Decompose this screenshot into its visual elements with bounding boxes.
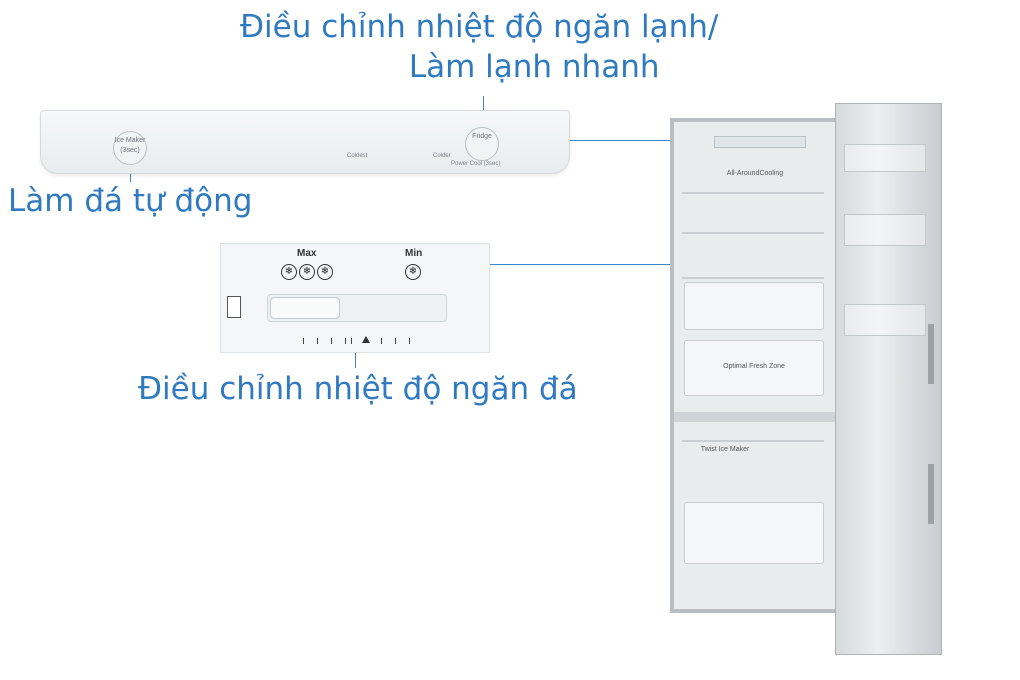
freezer-temp-slider[interactable]	[267, 294, 447, 322]
slider-tick	[381, 338, 382, 344]
ice-maker-callout: Làm đá tự động	[8, 183, 253, 219]
fridge-cabinet: All-AroundCooling Optimal Fresh Zone Twi…	[670, 118, 840, 613]
door-bin	[844, 304, 926, 336]
slider-tick	[331, 338, 332, 344]
divider	[674, 412, 836, 422]
fresh-zone-drawer: Optimal Fresh Zone	[684, 340, 824, 396]
door-bin	[844, 214, 926, 246]
slider-tick	[317, 338, 318, 344]
door-handle[interactable]	[928, 324, 934, 384]
coldest-label: Coldest	[347, 153, 368, 159]
min-label: Min	[405, 248, 423, 259]
interior-light	[714, 136, 806, 148]
fridge-temp-line2: Làm lạnh nhanh	[408, 48, 660, 85]
freezer-shelf	[682, 440, 824, 442]
door-bin	[844, 144, 926, 172]
slider-thumb[interactable]	[270, 297, 340, 319]
leader-panel-horizontal	[568, 140, 718, 141]
shelf	[682, 232, 824, 234]
slider-pointer-icon	[362, 336, 370, 343]
leader-freezer-horizontal	[488, 264, 748, 265]
crisper-drawer	[684, 282, 824, 330]
slider-tick	[351, 338, 352, 344]
fridge-temp-callout: Điều chỉnh nhiệt độ ngăn lạnh/ Làm lạnh …	[240, 8, 718, 87]
snowflake-icon: ❄	[299, 264, 315, 280]
fridge-control-panel: Ice Maker (3sec) Coldest Colder Fridge P…	[40, 110, 570, 174]
all-around-cooling-label: All-AroundCooling	[726, 170, 784, 177]
freezer-temp-callout: Điều chỉnh nhiệt độ ngăn đá	[138, 371, 578, 407]
slider-tick	[395, 338, 396, 344]
freezer-control-panel: Max Min ❄ ❄ ❄ ❄	[220, 243, 490, 353]
slider-tick	[409, 338, 410, 344]
snowflake-icon: ❄	[405, 264, 421, 280]
max-label: Max	[297, 248, 317, 259]
fridge-knob[interactable]: Fridge	[465, 127, 499, 161]
fridge-door	[835, 103, 942, 655]
colder-label: Colder	[433, 153, 451, 159]
ice-maker-knob[interactable]: Ice Maker (3sec)	[113, 131, 147, 165]
refrigerator-image: All-AroundCooling Optimal Fresh Zone Twi…	[670, 103, 945, 663]
ice-tray-label: Twist Ice Maker	[700, 446, 750, 453]
snowflake-icon: ❄	[281, 264, 297, 280]
freezer-drawer	[684, 502, 824, 564]
fridge-temp-line1: Điều chỉnh nhiệt độ ngăn lạnh/	[240, 9, 719, 45]
power-cool-label: Power Cool (3sec)	[451, 161, 501, 167]
slider-tick	[345, 338, 346, 344]
shelf	[682, 277, 824, 279]
door-handle[interactable]	[928, 464, 934, 524]
shelf	[682, 192, 824, 194]
freezer-switch[interactable]	[227, 296, 241, 318]
slider-tick	[303, 338, 304, 344]
snowflake-icon: ❄	[317, 264, 333, 280]
optimal-fresh-zone-label: Optimal Fresh Zone	[723, 363, 785, 370]
